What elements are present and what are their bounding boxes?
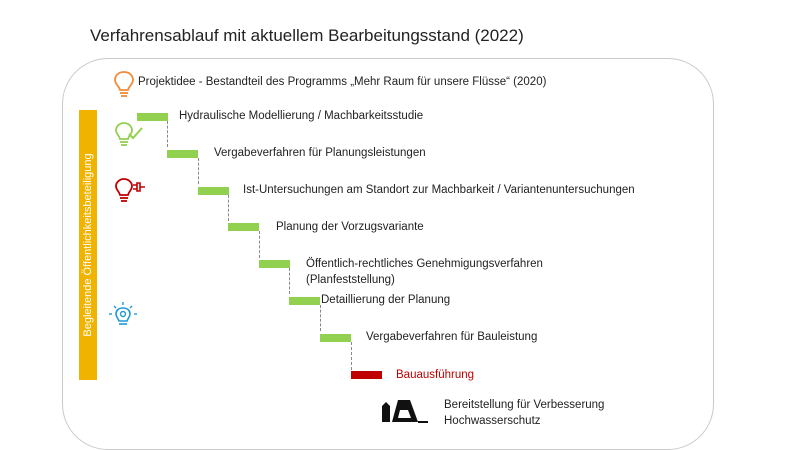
step-bar-approval	[259, 260, 290, 268]
step-label-tender-construction: Vergabeverfahren für Bauleistung	[366, 331, 538, 343]
step-connector	[228, 195, 229, 221]
step-label-approval-sub: (Planfeststellung)	[306, 274, 395, 286]
step-label-hydraulic: Hydraulische Modellierung / Machbarkeits…	[179, 110, 424, 122]
step-bar-construction	[351, 371, 382, 379]
lightbulb-target-icon	[109, 302, 137, 325]
step-label-tender-planning: Vergabeverfahren für Planungsleistungen	[214, 147, 426, 159]
step-bar-tender-construction	[320, 334, 351, 342]
step-label-approval: Öffentlich-rechtliches Genehmigungsverfa…	[306, 258, 543, 270]
step-connector	[289, 268, 290, 294]
diagram-title: Verfahrensablauf mit aktuellem Bearbeitu…	[90, 26, 524, 45]
lightbulb-idea-icon	[114, 71, 134, 97]
step-connector	[320, 305, 321, 331]
step-label-detailing: Detaillierung der Planung	[321, 294, 451, 306]
step-connector	[351, 342, 352, 370]
step-connector	[167, 121, 168, 147]
step-connector	[259, 231, 260, 258]
result-label-sub: Hochwasserschutz	[444, 415, 541, 427]
step-connector	[198, 158, 199, 184]
public-participation-bar	[79, 110, 97, 380]
step-label-construction: Bauausführung	[396, 369, 475, 381]
step-bar-preferred-variant	[228, 223, 259, 231]
lightbulb-plug-icon	[115, 178, 145, 202]
step-label-site-investigation: Ist-Untersuchungen am Standort zur Machb…	[243, 184, 635, 196]
step-bar-hydraulic	[137, 113, 168, 121]
step-label-preferred-variant: Planung der Vorzugsvariante	[276, 221, 424, 233]
public-participation-label: Begleitende Öffentlichkeitsbeteiligung	[82, 153, 94, 337]
result-label: Bereitstellung für Verbesserung	[444, 399, 605, 411]
lightbulb-check-icon	[115, 122, 143, 146]
step-bar-detailing	[289, 297, 320, 305]
step-bar-site-investigation	[198, 187, 229, 195]
project-idea-label: Projektidee - Bestandteil des Programms …	[138, 76, 547, 88]
dam-icon	[382, 400, 428, 423]
step-bar-tender-planning	[167, 150, 198, 158]
